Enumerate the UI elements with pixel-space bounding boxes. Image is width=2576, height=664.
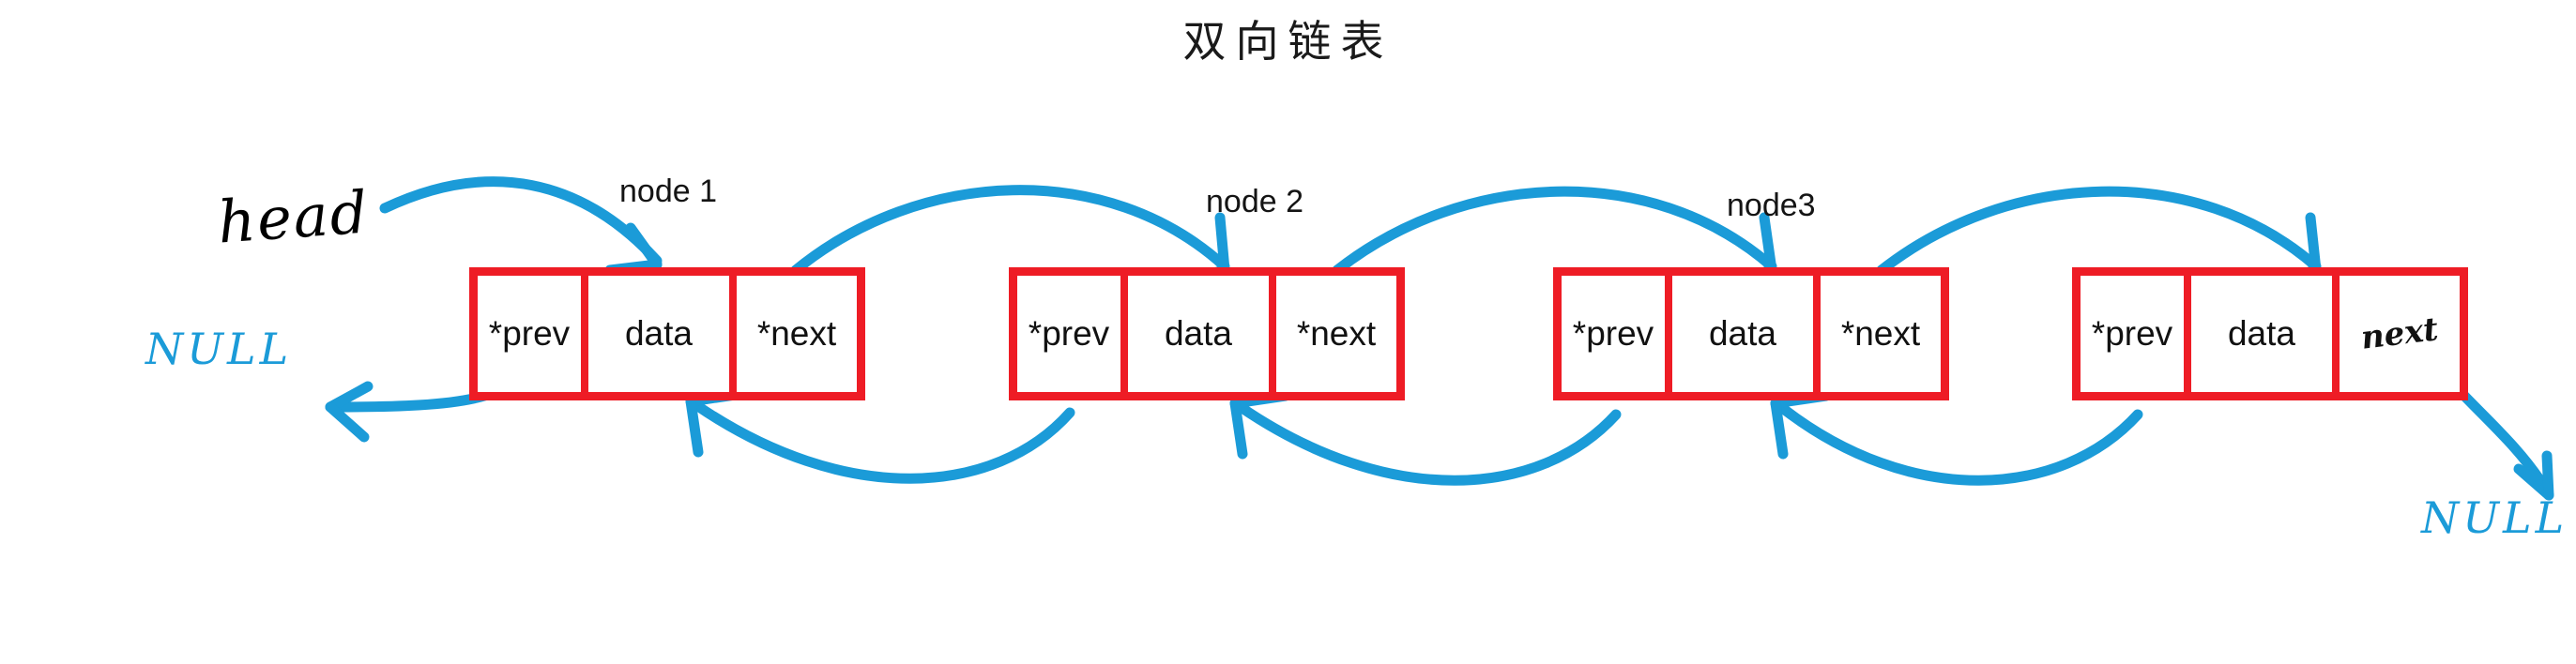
node-2-next-cell: *next [1296,314,1377,353]
arrow-node1-next-to-node2 [790,185,1230,276]
node-label-3: node3 [1727,188,1816,223]
arrowhead-n3p-n2-b [1229,398,1248,460]
node-1-next-cell: *next [756,314,837,353]
arrowhead-n2n3-a [1759,212,1777,276]
node-4-data-cell: data [2191,276,2340,392]
node-4-next-cell: next [2358,310,2441,357]
arrow-node4-prev-to-node3 [1776,401,2143,486]
page-title: 双向链表 [1182,16,1394,67]
arrow-head-to-node1 [379,176,663,266]
node-1-prev-cell: *prev [478,276,588,392]
null-right-label: NULL [2421,492,2568,543]
arrow-node3-next-to-node4 [1876,186,2322,276]
arrowhead-prev-null-a [325,381,373,413]
node-label-1: node 1 [619,174,717,209]
arrow-node2-next-to-node3 [1332,186,1777,276]
arrowhead-n3n4-a [2305,212,2322,276]
node-1-data-cell: data [588,276,737,392]
node-2-data-cell: data [1128,276,1276,392]
arrow-node3-prev-to-node2 [1235,401,1622,486]
head-pointer-label: head [215,177,372,257]
arrowhead-n4p-n3-b [1770,398,1789,460]
arrowhead-prev-null-b [325,401,370,443]
null-left-label: NULL [145,324,293,374]
arrowhead-n2p-n1-b [685,396,704,458]
arrowhead-n1n2-a [1214,212,1230,276]
node-label-2: node 2 [1206,184,1303,219]
linked-list-node-4[interactable]: *prev data next [2072,267,2468,400]
arrowhead-n4-null-b [2541,450,2554,501]
node-4-prev-cell: *prev [2081,276,2191,392]
linked-list-node-3[interactable]: *prev data *next [1553,267,1949,400]
arrowhead-head-to-node1-a [625,222,663,270]
linked-list-node-2[interactable]: *prev data *next [1009,267,1405,400]
node-3-prev-cell: *prev [1562,276,1672,392]
node-2-prev-cell: *prev [1017,276,1128,392]
arrow-node2-prev-to-node1 [691,400,1075,484]
node-3-next-cell: *next [1840,314,1921,353]
node-3-data-cell: data [1672,276,1821,392]
linked-list-node-1[interactable]: *prev data *next [469,267,865,400]
